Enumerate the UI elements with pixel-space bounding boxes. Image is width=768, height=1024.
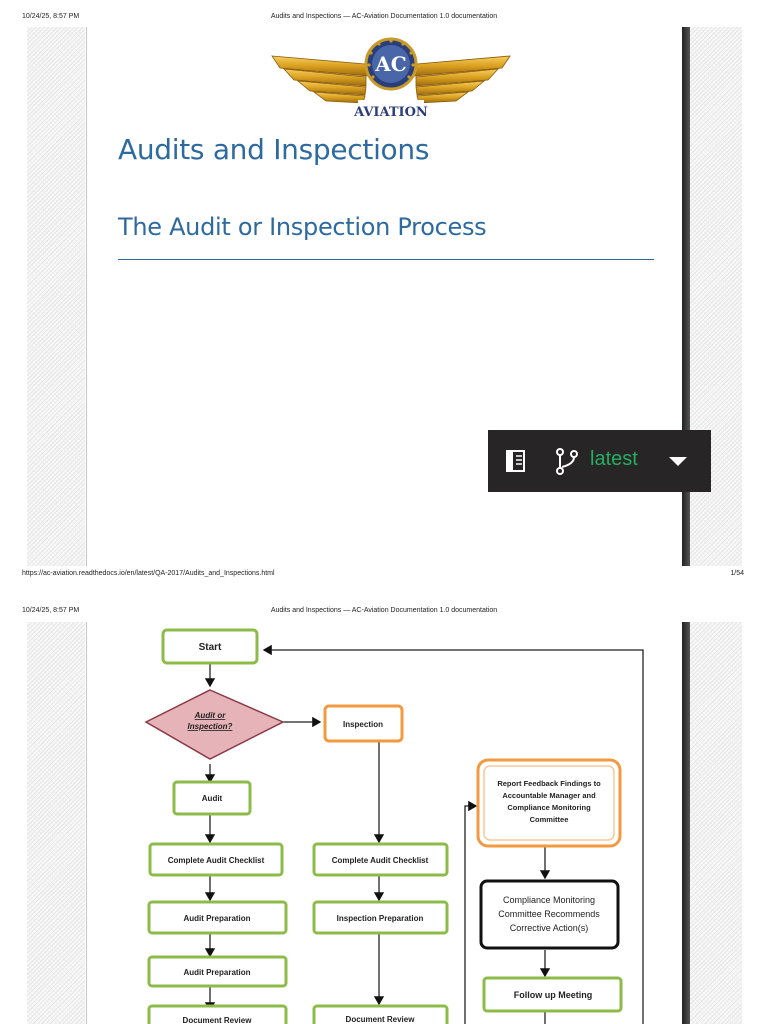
inspection-document-review-label: Document Review — [346, 1015, 416, 1024]
header-title: Audits and Inspections — AC-Aviation Doc… — [270, 13, 498, 20]
audit-preparation-2-node — [147, 955, 288, 988]
committee-node — [479, 879, 620, 950]
header-date: 10/24/25, 8:57 PM — [22, 13, 80, 20]
book-icon — [506, 450, 525, 472]
follow-up-label: Follow up Meeting — [514, 990, 593, 1000]
rtd-version-badge[interactable] — [488, 430, 711, 492]
report-label-line3: Compliance Monitoring — [507, 803, 591, 812]
section-divider — [118, 259, 654, 260]
logo-wordmark: AVIATION — [353, 105, 428, 120]
inspection-preparation-node — [312, 900, 449, 935]
inspection-node — [323, 704, 404, 743]
inspection-label: Inspection — [343, 720, 383, 729]
inspection-checklist-label: Complete Audit Checklist — [332, 856, 429, 865]
flow-connectors — [204, 644, 644, 1024]
inspection-preparation-label: Inspection Preparation — [337, 914, 424, 923]
audit-node — [172, 780, 252, 816]
header-date-page2: 10/24/25, 8:57 PM — [22, 607, 80, 614]
logo-monogram: AC — [374, 52, 406, 76]
content-left-edge — [86, 27, 87, 566]
decision-label-line1: Audit or — [194, 711, 227, 720]
ac-aviation-logo: AC AVIATION — [271, 37, 511, 120]
decision-node — [144, 689, 285, 760]
header-title-page2: Audits and Inspections — AC-Aviation Doc… — [270, 607, 498, 614]
audit-process-flowchart: Start Audit or Inspection? Inspection Au… — [144, 628, 644, 1024]
left-wing-icon — [271, 55, 369, 104]
content-right-shadow-page2 — [682, 622, 690, 1024]
git-branch-icon — [556, 448, 578, 475]
star-ring-icon — [367, 39, 415, 79]
start-node — [161, 628, 259, 665]
follow-up-node — [482, 976, 623, 1013]
audit-checklist-node — [148, 842, 284, 877]
footer-url[interactable]: https://ac-aviation.readthedocs.io/en/la… — [22, 570, 275, 577]
inspection-checklist-node — [312, 842, 449, 877]
content-left-edge-page2 — [86, 622, 87, 1024]
section-title: The Audit or Inspection Process — [118, 213, 487, 241]
report-label-line2: Accountable Manager and — [502, 791, 596, 800]
rtd-version-label[interactable]: latest — [590, 448, 638, 470]
audit-preparation-label: Audit Preparation — [183, 914, 250, 923]
left-margin-pattern — [27, 27, 85, 566]
committee-label-line3: Corrective Action(s) — [510, 923, 589, 933]
decision-label-line2: Inspection? — [188, 722, 233, 731]
audit-document-review-node — [147, 1004, 288, 1024]
committee-label-line2: Committee Recommends — [498, 909, 600, 919]
report-feedback-node — [476, 758, 622, 848]
audit-label: Audit — [202, 794, 223, 803]
right-wing-icon — [413, 55, 511, 104]
footer-page-number: 1/54 — [730, 570, 744, 577]
audit-checklist-label: Complete Audit Checklist — [168, 856, 265, 865]
audit-preparation-node — [147, 900, 288, 935]
start-label: Start — [199, 642, 222, 653]
inspection-document-review-node — [312, 1004, 449, 1024]
audit-document-review-label: Document Review — [183, 1016, 253, 1024]
caret-down-icon[interactable] — [669, 457, 687, 467]
report-label-line1: Report Feedback Findings to — [497, 779, 601, 788]
committee-label-line1: Compliance Monitoring — [503, 895, 595, 905]
report-label-line4: Committee — [530, 815, 569, 824]
right-margin-pattern-page2 — [690, 622, 742, 1024]
content-right-shadow — [682, 27, 690, 566]
audit-preparation-2-label: Audit Preparation — [183, 968, 250, 977]
left-margin-pattern-page2 — [27, 622, 85, 1024]
page-title: Audits and Inspections — [118, 133, 430, 166]
